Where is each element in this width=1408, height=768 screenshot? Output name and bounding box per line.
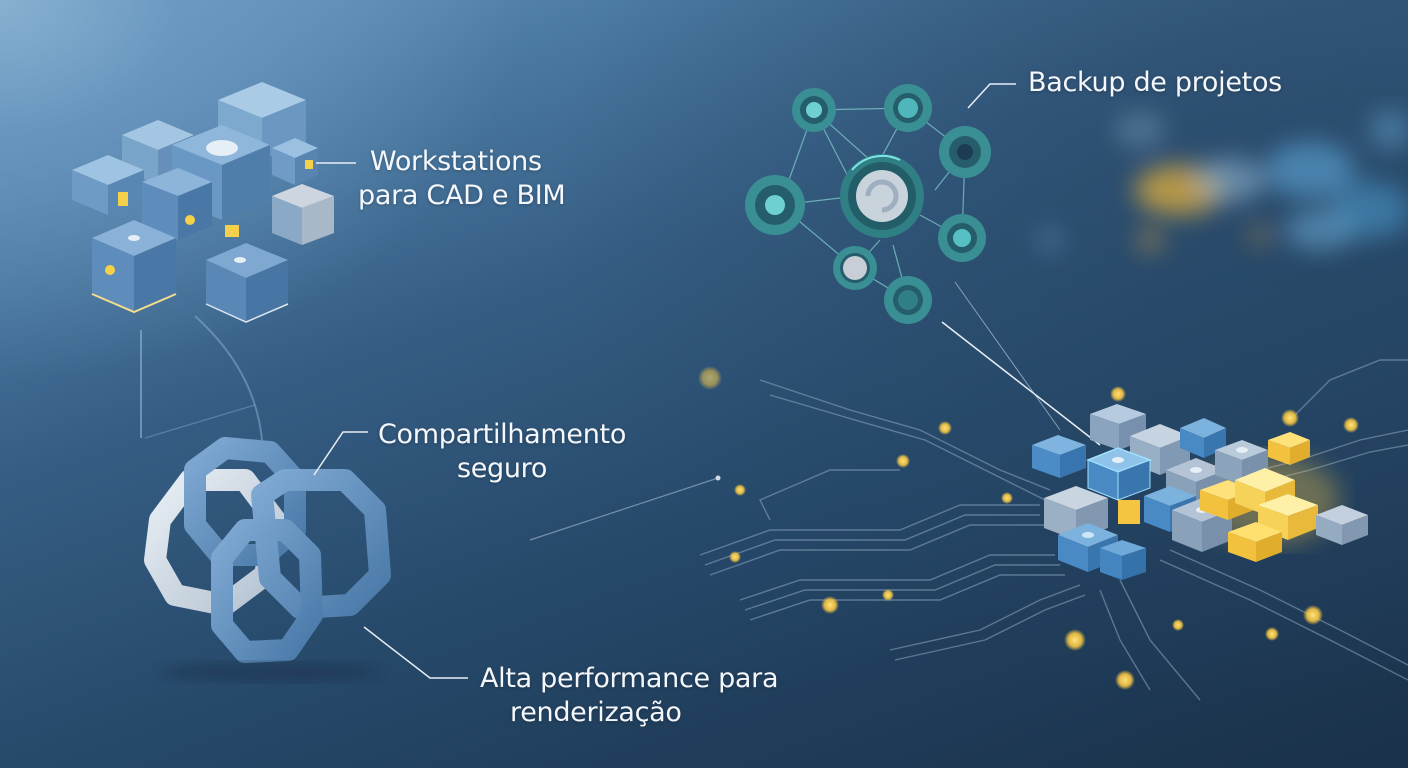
bokeh-background [1036,110,1408,254]
callout-workstations: Workstations para CAD e BIM [358,145,566,213]
callout-sharing: Compartilhamento seguro [378,418,626,486]
callout-workstations-line1: Workstations [370,146,542,177]
callout-workstations-line2: para CAD e BIM [358,180,566,211]
circuit-board-icon [529,359,1408,701]
callout-line-sharing [313,431,368,476]
callout-sharing-line2: seguro [456,453,548,484]
callout-sharing-line1: Compartilhamento [378,419,627,450]
callout-backup: Backup de projetos [1028,66,1282,100]
cube-cluster-icon [72,82,334,323]
callout-performance-line1: Alta performance para [480,663,779,694]
interlocked-rings-icon [144,437,391,682]
callout-performance-line2: renderização [510,697,682,728]
network-nodes-icon [745,84,991,324]
callout-line-backup [967,83,1016,109]
callout-line-performance [363,626,468,679]
callout-performance: Alta performance para renderização [480,662,779,730]
callout-backup-line1: Backup de projetos [1028,67,1282,98]
